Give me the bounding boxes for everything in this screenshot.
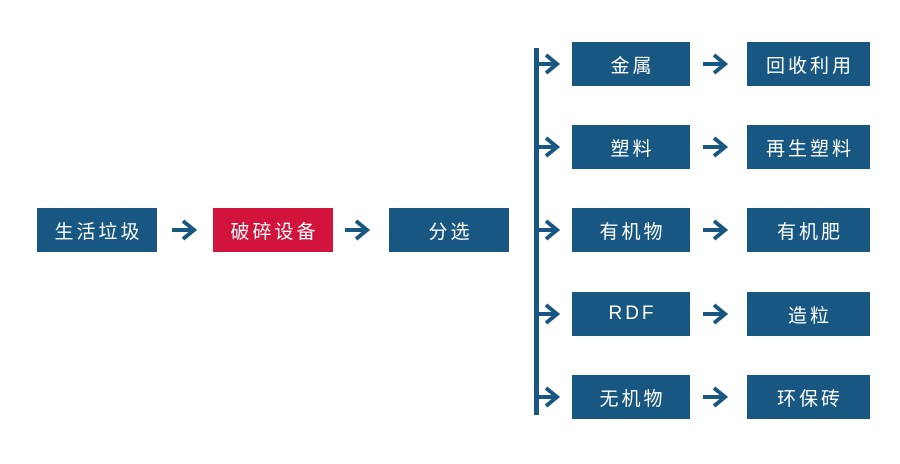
node-crushing-equipment: 破碎设备 (213, 208, 333, 252)
arrow-right-icon (533, 217, 563, 243)
arrow-right-icon (533, 134, 563, 160)
branch-output-granulation: 造粒 (747, 292, 870, 336)
branch-output-organic-fertilizer: 有机肥 (747, 208, 870, 252)
node-sorting: 分选 (389, 208, 509, 252)
arrow-right-icon (533, 301, 563, 327)
arrow-right-icon (701, 134, 731, 160)
branch-input-inorganic: 无机物 (572, 375, 690, 419)
arrow-right-icon (343, 217, 373, 243)
node-household-waste: 生活垃圾 (37, 208, 157, 252)
branch-row-organic: 有机物 有机肥 (533, 208, 870, 252)
arrow-right-icon (170, 217, 200, 243)
branch-input-rdf: RDF (572, 292, 690, 336)
branch-row-rdf: RDF 造粒 (533, 292, 870, 336)
branch-input-plastic: 塑料 (572, 125, 690, 169)
arrow-right-icon (533, 51, 563, 77)
branch-row-inorganic: 无机物 环保砖 (533, 375, 870, 419)
branch-output-eco-brick: 环保砖 (747, 375, 870, 419)
arrow-right-icon (533, 384, 563, 410)
branch-row-metal: 金属 回收利用 (533, 42, 870, 86)
branch-output-recycled-plastic: 再生塑料 (747, 125, 870, 169)
arrow-right-icon (701, 51, 731, 77)
branch-row-plastic: 塑料 再生塑料 (533, 125, 870, 169)
branch-input-organic: 有机物 (572, 208, 690, 252)
arrow-right-icon (701, 384, 731, 410)
branch-output-recycling: 回收利用 (747, 42, 870, 86)
arrow-right-icon (701, 217, 731, 243)
branch-input-metal: 金属 (572, 42, 690, 86)
arrow-right-icon (701, 301, 731, 327)
